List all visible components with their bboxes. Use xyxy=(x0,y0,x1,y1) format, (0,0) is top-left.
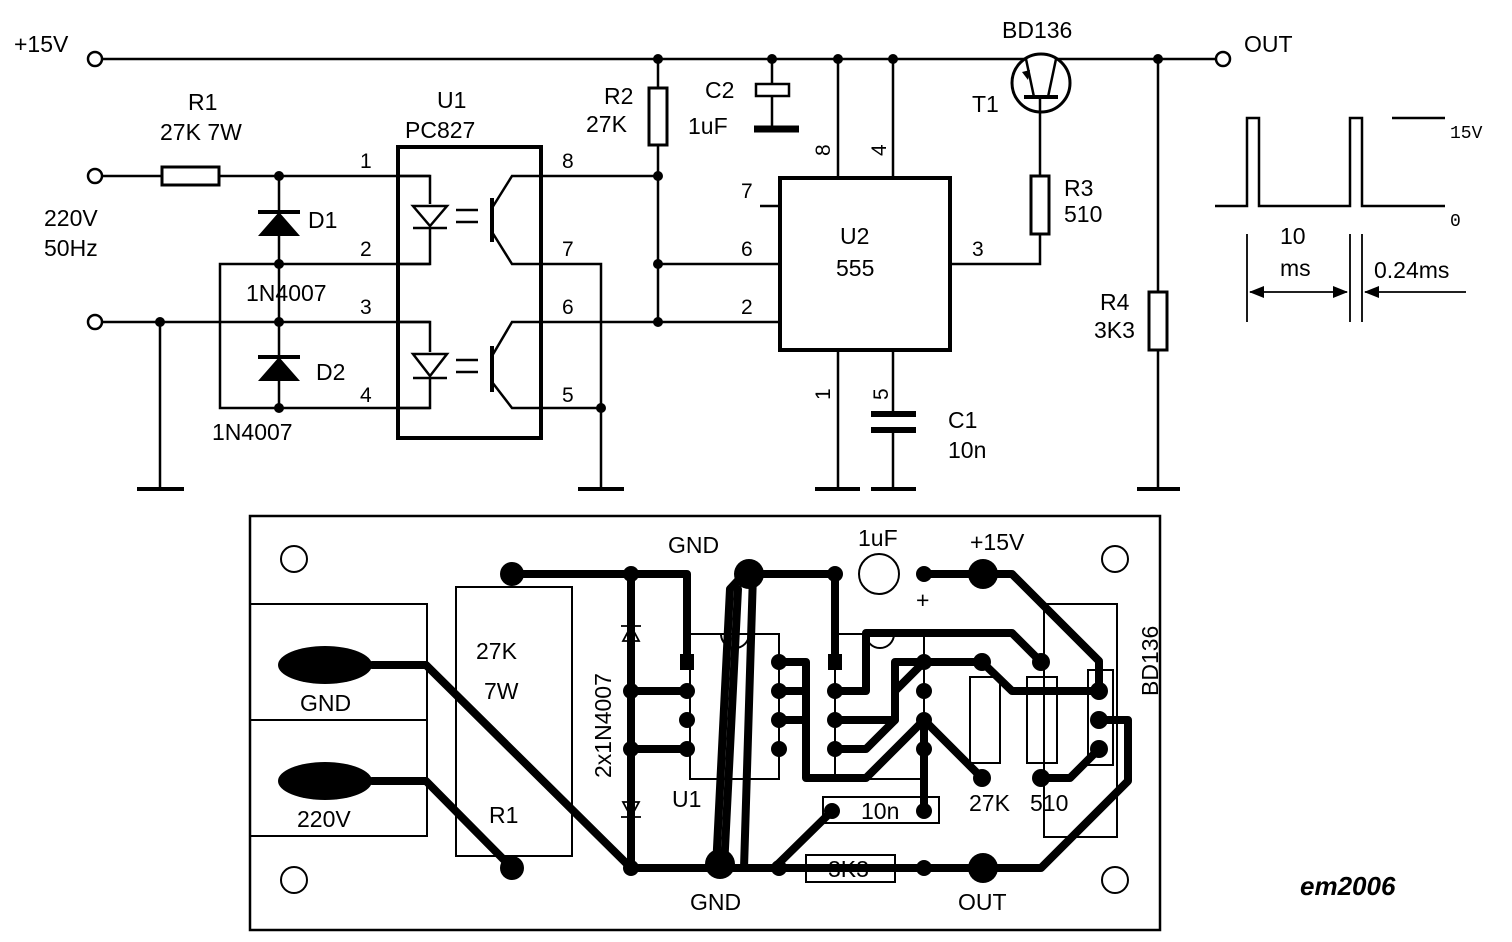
c1-name: C1 xyxy=(948,407,977,433)
u2-name: U2 xyxy=(840,223,869,249)
r2-name: R2 xyxy=(604,83,633,109)
u1-name: U1 xyxy=(437,87,466,113)
pcb-plus-sign: + xyxy=(916,587,929,613)
c2-name: C2 xyxy=(705,77,734,103)
d2-name: D2 xyxy=(316,359,345,385)
pcb-r1-power: 7W xyxy=(484,678,519,704)
t1-name: T1 xyxy=(972,91,999,117)
d1-name: D1 xyxy=(308,207,337,233)
u1-part: PC827 xyxy=(405,117,475,143)
t1-part: BD136 xyxy=(1002,17,1072,43)
pcb-r2 xyxy=(969,676,1001,764)
pcb-c1-label: 10n xyxy=(861,798,899,824)
pcb-out-bottom: OUT xyxy=(958,889,1007,915)
input-label-voltage: 220V xyxy=(44,205,98,231)
period-value: 10 xyxy=(1280,223,1306,249)
u2-pin-7: 7 xyxy=(741,180,753,203)
pcb-r1 xyxy=(455,586,573,857)
c1-value: 10n xyxy=(948,437,986,463)
out-terminal xyxy=(1214,50,1232,68)
pcb-r3-label: 510 xyxy=(1030,790,1068,816)
period-unit: ms xyxy=(1280,255,1311,281)
u1-pin-1: 1 xyxy=(360,150,372,173)
d2-part: 1N4007 xyxy=(212,419,293,445)
u1-pin-4: 4 xyxy=(360,384,372,407)
resistor-r2 xyxy=(647,86,669,147)
pcb-r1-value: 27K xyxy=(476,638,518,664)
resistor-r1 xyxy=(160,165,221,187)
u1-pin-7: 7 xyxy=(562,238,574,261)
pcb-r2-label: 27K xyxy=(969,790,1011,816)
pcb-u1-label: U1 xyxy=(672,786,701,812)
r1-name: R1 xyxy=(188,89,217,115)
u2-pin-2: 2 xyxy=(741,296,753,319)
pcb-diodes-label: 2x1N4007 xyxy=(590,673,616,778)
r4-name: R4 xyxy=(1100,289,1130,315)
mounting-hole xyxy=(280,545,308,573)
input-label-frequency: 50Hz xyxy=(44,235,98,261)
d1-part: 1N4007 xyxy=(246,280,327,306)
pcb-u2 xyxy=(834,633,925,780)
waveform-high-label: 15V xyxy=(1450,124,1483,144)
u2-pin-1: 1 xyxy=(812,388,835,400)
u2-pin-5: 5 xyxy=(870,388,893,400)
terminal-220v-label: 220V xyxy=(297,806,351,832)
terminal-gnd-label: GND xyxy=(300,690,351,716)
u2-pin-8: 8 xyxy=(812,144,835,156)
out-label: OUT xyxy=(1244,31,1293,57)
pcb-gnd-bottom: GND xyxy=(690,889,741,915)
resistor-r4 xyxy=(1147,290,1169,352)
capacitor-c2 xyxy=(754,82,791,98)
pcb-r1-name: R1 xyxy=(489,802,518,828)
u2-pin-4: 4 xyxy=(868,144,891,156)
pcb-t1-label: BD136 xyxy=(1137,626,1163,696)
pcb-cap-label: 1uF xyxy=(858,525,898,551)
pcb-gnd-top: GND xyxy=(668,532,719,558)
signature: em2006 xyxy=(1300,871,1396,901)
mounting-hole xyxy=(1101,866,1129,894)
u1-pin-8: 8 xyxy=(562,150,574,173)
input-terminal-1 xyxy=(86,167,104,185)
pcb-c1 xyxy=(822,796,940,824)
pcb-layout: GND 220V 27K 7W R1 2x1N4007 U1 1uF + 27K… xyxy=(248,514,1163,932)
r2-value: 27K xyxy=(586,111,628,137)
mounting-hole xyxy=(1101,545,1129,573)
r4-value: 3K3 xyxy=(1094,317,1135,343)
u2-pin-3: 3 xyxy=(972,238,984,261)
waveform: 15V 0 10 ms 0.24ms xyxy=(1215,116,1483,322)
diode-d1 xyxy=(258,212,300,236)
resistor-r3 xyxy=(1029,174,1051,236)
supply-terminal xyxy=(86,50,104,68)
u2-part: 555 xyxy=(836,255,874,281)
supply-label: +15V xyxy=(14,31,69,57)
r3-value: 510 xyxy=(1064,201,1102,227)
optocoupler-u1 xyxy=(396,145,543,440)
pcb-capacitor-1uf xyxy=(858,553,900,595)
input-terminal-2 xyxy=(86,313,104,331)
r1-value: 27K 7W xyxy=(160,119,242,145)
u1-pin-3: 3 xyxy=(360,296,372,319)
schematic: +15V OUT 220V 50Hz R1 27K 7W D1 1N4007 D… xyxy=(14,17,1293,491)
pulse-width: 0.24ms xyxy=(1374,257,1449,283)
pcb-r3 xyxy=(1026,676,1058,764)
u1-pin-6: 6 xyxy=(562,296,574,319)
u1-pin-5: 5 xyxy=(562,384,574,407)
mounting-hole xyxy=(280,866,308,894)
r3-name: R3 xyxy=(1064,175,1093,201)
c2-value: 1uF xyxy=(688,113,728,139)
u2-pin-6: 6 xyxy=(741,238,753,261)
waveform-low-label: 0 xyxy=(1450,212,1461,232)
u1-pin-2: 2 xyxy=(360,238,372,261)
pcb-supply-label: +15V xyxy=(970,529,1025,555)
